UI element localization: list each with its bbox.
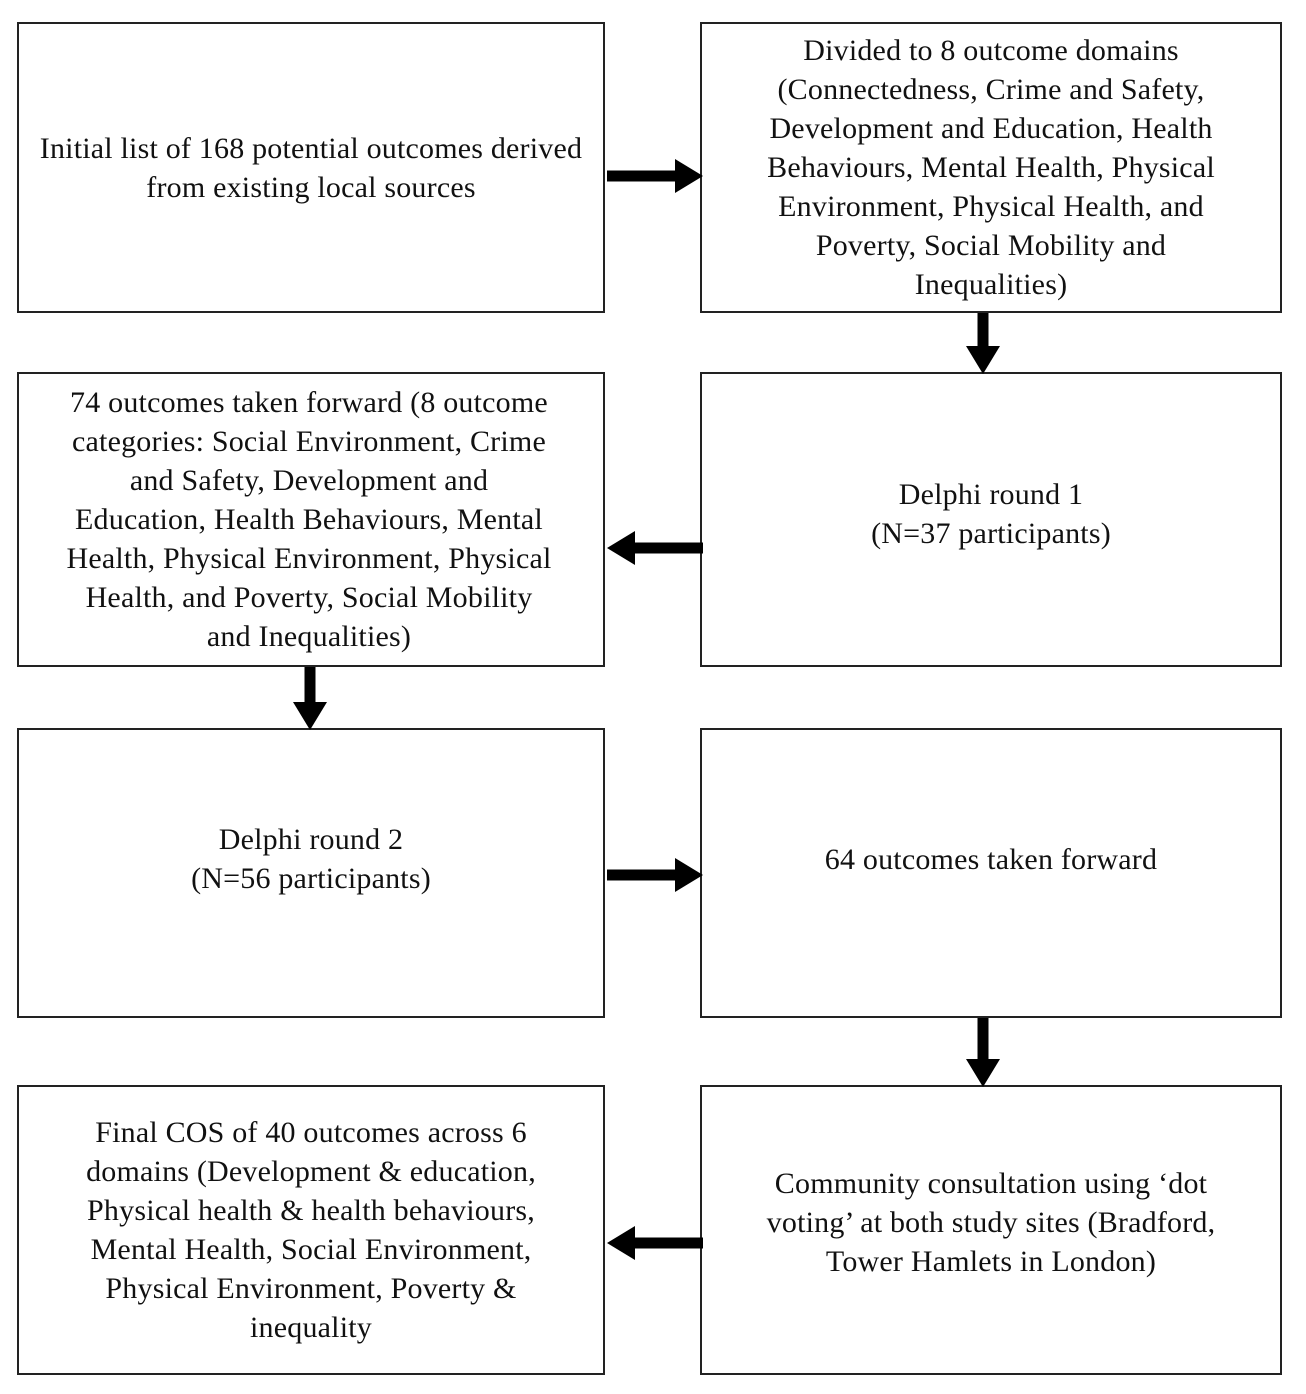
arrow-down-icon-74-outcomes-to-delphi-round-2	[292, 667, 328, 730]
arrow-shaft	[607, 170, 679, 182]
arrow-head	[966, 346, 1000, 374]
arrow-down-icon-64-outcomes-to-consultation	[965, 1018, 1001, 1087]
flowchart-node-delphi-round-2[interactable]: Delphi round 2 (N=56 participants)	[17, 728, 605, 1018]
flowchart-node-initial-outcome-list[interactable]: Initial list of 168 potential outcomes d…	[17, 22, 605, 313]
flowchart-node-delphi-round-1[interactable]: Delphi round 1 (N=37 participants)	[700, 372, 1282, 667]
arrow-shaft	[977, 313, 989, 352]
flowchart-node-community-consultation[interactable]: Community consultation using ‘dot voting…	[700, 1085, 1282, 1375]
arrow-head	[675, 159, 703, 193]
arrow-shaft	[631, 1237, 703, 1249]
arrow-head	[293, 702, 327, 730]
arrow-left-icon-delphi-round-1-to-74-outcomes	[607, 530, 703, 566]
node-label: Delphi round 2 (N=56 participants)	[191, 823, 431, 895]
arrow-head	[607, 531, 635, 565]
arrow-right-icon-delphi-round-2-to-64-outcomes	[607, 857, 703, 893]
node-label: Final COS of 40 outcomes across 6 domain…	[86, 1116, 536, 1344]
node-label: Divided to 8 outcome domains (Connectedn…	[767, 34, 1215, 301]
node-label: Community consultation using ‘dot voting…	[766, 1166, 1216, 1278]
arrow-shaft	[607, 869, 679, 881]
flowchart-node-final-core-outcome-set[interactable]: Final COS of 40 outcomes across 6 domain…	[17, 1085, 605, 1375]
arrow-right-icon-initial-list-to-domains	[607, 158, 703, 194]
arrow-left-icon-consultation-to-final-cos	[607, 1225, 703, 1261]
arrow-head	[966, 1059, 1000, 1087]
node-label: Initial list of 168 potential outcomes d…	[39, 131, 583, 204]
arrow-shaft	[631, 542, 703, 554]
flowchart-node-seventy-four-outcomes[interactable]: 74 outcomes taken forward (8 outcome cat…	[17, 372, 605, 667]
arrow-shaft	[304, 667, 316, 708]
arrow-shaft	[977, 1018, 989, 1065]
node-label: 64 outcomes taken forward	[824, 842, 1158, 876]
flowchart-node-sixty-four-outcomes[interactable]: 64 outcomes taken forward	[700, 728, 1282, 1018]
arrow-head	[675, 858, 703, 892]
flowchart-node-eight-outcome-domains[interactable]: Divided to 8 outcome domains (Connectedn…	[700, 22, 1282, 313]
arrow-head	[607, 1226, 635, 1260]
node-label: Delphi round 1 (N=37 participants)	[871, 477, 1111, 550]
arrow-down-icon-domains-to-delphi-round-1	[965, 313, 1001, 374]
node-label: 74 outcomes taken forward (8 outcome cat…	[66, 386, 552, 653]
